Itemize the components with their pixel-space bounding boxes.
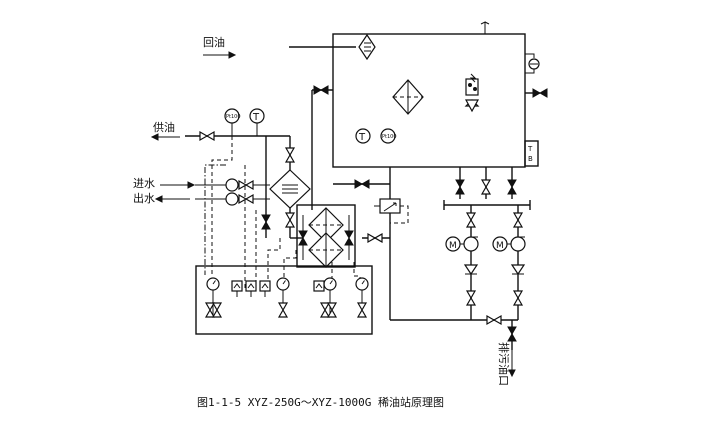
supply-oil-arrow bbox=[150, 133, 180, 141]
panel-pressure-switch-1 bbox=[231, 280, 243, 292]
panel-pressure-gauge-4 bbox=[355, 277, 369, 297]
supply-valve bbox=[199, 131, 215, 141]
water-in-arrow bbox=[160, 181, 196, 189]
pump1-inlet-valve bbox=[466, 212, 476, 228]
suction-valve-1 bbox=[455, 179, 465, 195]
relief-valve-icon bbox=[374, 198, 401, 214]
pump2-check-valve bbox=[511, 264, 525, 275]
svg-text:T: T bbox=[358, 132, 366, 143]
supply-pt100-icon: Pt100 bbox=[224, 108, 241, 124]
drain-arrow bbox=[508, 350, 516, 378]
svg-text:B: B bbox=[528, 155, 533, 163]
svg-text:T: T bbox=[527, 145, 533, 153]
panel-valve-5 bbox=[327, 302, 337, 318]
water-in-label: 进水 bbox=[133, 177, 155, 190]
panel-pressure-gauge-2 bbox=[276, 277, 290, 297]
pump-2-icon bbox=[510, 236, 526, 252]
cooler-return-valve bbox=[367, 233, 383, 243]
pump1-outlet-valve bbox=[466, 290, 476, 306]
pump1-check-valve bbox=[464, 264, 478, 275]
pump-1-icon bbox=[463, 236, 479, 252]
tank-thermometer-icon: T bbox=[355, 128, 371, 144]
cooler-drain-valve bbox=[261, 214, 271, 230]
tank-filter-icon bbox=[392, 79, 424, 115]
panel-valve-4 bbox=[320, 302, 330, 318]
svg-text:Pt100: Pt100 bbox=[226, 114, 241, 120]
panel-pressure-switch-2 bbox=[245, 280, 257, 292]
return-oil-label: 回油 bbox=[203, 35, 225, 49]
heater-icon bbox=[358, 33, 376, 61]
vent-icon bbox=[480, 21, 490, 34]
suction-valve-3 bbox=[507, 179, 517, 195]
drain-label: 排污油口 bbox=[497, 342, 511, 386]
suction-valve-2 bbox=[481, 179, 491, 195]
tank-left-valve bbox=[313, 85, 329, 95]
motor-2-icon: M bbox=[492, 236, 511, 252]
cooler-outlet-valve bbox=[285, 212, 295, 228]
supply-oil-label: 供油 bbox=[153, 120, 175, 134]
right-level-gauge bbox=[525, 53, 540, 74]
level-switch-icon bbox=[464, 73, 480, 113]
motor-1-icon: M bbox=[445, 236, 464, 252]
duplex-filter-2-icon bbox=[308, 232, 344, 268]
figure-caption: 图1-1-5 XYZ-250G～XYZ-1000G 稀油站原理图 bbox=[197, 395, 444, 409]
drain-valve bbox=[507, 326, 517, 342]
cooler-bypass-valve bbox=[285, 147, 295, 163]
panel-pressure-switch-3 bbox=[259, 280, 271, 292]
panel-pressure-switch-4 bbox=[313, 280, 325, 292]
water-in-valve bbox=[238, 180, 254, 190]
water-out-valve bbox=[238, 194, 254, 204]
panel-valve-6 bbox=[357, 302, 367, 318]
tank-right-valve bbox=[532, 88, 548, 98]
tb-box: T B bbox=[524, 140, 539, 167]
panel-valve-3 bbox=[278, 302, 288, 318]
svg-text:Pt100: Pt100 bbox=[382, 134, 397, 140]
water-sensor-icon bbox=[225, 178, 239, 206]
supply-thermometer-icon: T bbox=[249, 108, 265, 124]
drain-cross-valve bbox=[486, 315, 502, 325]
filter-outlet-valve bbox=[344, 230, 354, 246]
tank-pt100-icon: Pt100 bbox=[380, 128, 397, 144]
pump2-outlet-valve bbox=[513, 290, 523, 306]
tank-outlet-valve bbox=[354, 179, 370, 189]
panel-pressure-gauge-3 bbox=[323, 277, 337, 297]
pump2-inlet-valve bbox=[513, 212, 523, 228]
cooler-icon bbox=[269, 169, 311, 209]
panel-pressure-gauge-1 bbox=[206, 277, 220, 297]
water-out-arrow bbox=[154, 195, 190, 203]
svg-text:M: M bbox=[496, 241, 504, 251]
panel-valve-2 bbox=[212, 302, 222, 318]
svg-text:M: M bbox=[449, 241, 457, 251]
return-oil-arrow bbox=[203, 51, 237, 59]
water-out-label: 出水 bbox=[133, 191, 155, 205]
oil-tank bbox=[332, 33, 526, 168]
svg-text:T: T bbox=[252, 112, 260, 123]
